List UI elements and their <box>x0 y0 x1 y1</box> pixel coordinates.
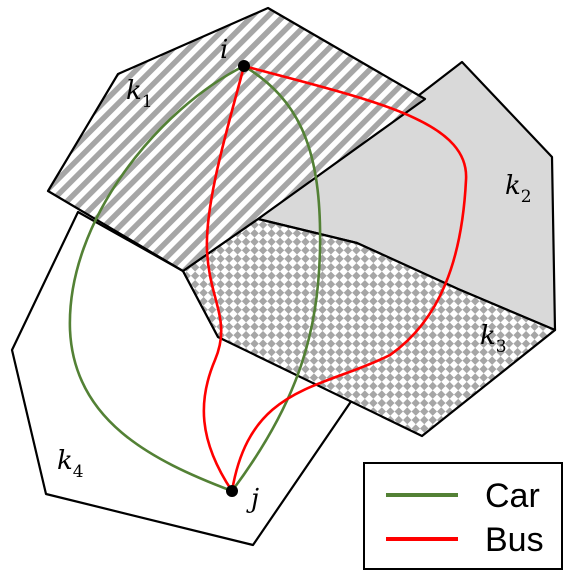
region-k2-label: k2 <box>505 171 532 207</box>
legend-box <box>363 462 563 570</box>
node-j <box>226 485 238 497</box>
car-route-west <box>68 64 245 493</box>
legend-bus-label: Bus <box>485 521 544 559</box>
node-i <box>238 60 250 72</box>
legend: Car Bus <box>363 462 563 570</box>
region-k1-label: k1 <box>126 76 153 112</box>
legend-car-label: Car <box>485 477 540 515</box>
bus-route-west <box>202 65 246 492</box>
region-k3 <box>181 217 557 438</box>
car-route-east <box>230 64 322 492</box>
node-i-label: i <box>220 35 228 65</box>
region-k3-label: k3 <box>480 321 507 357</box>
region-k1 <box>46 6 427 273</box>
bus-route-east <box>230 64 468 492</box>
region-k4-label: k4 <box>57 446 84 482</box>
